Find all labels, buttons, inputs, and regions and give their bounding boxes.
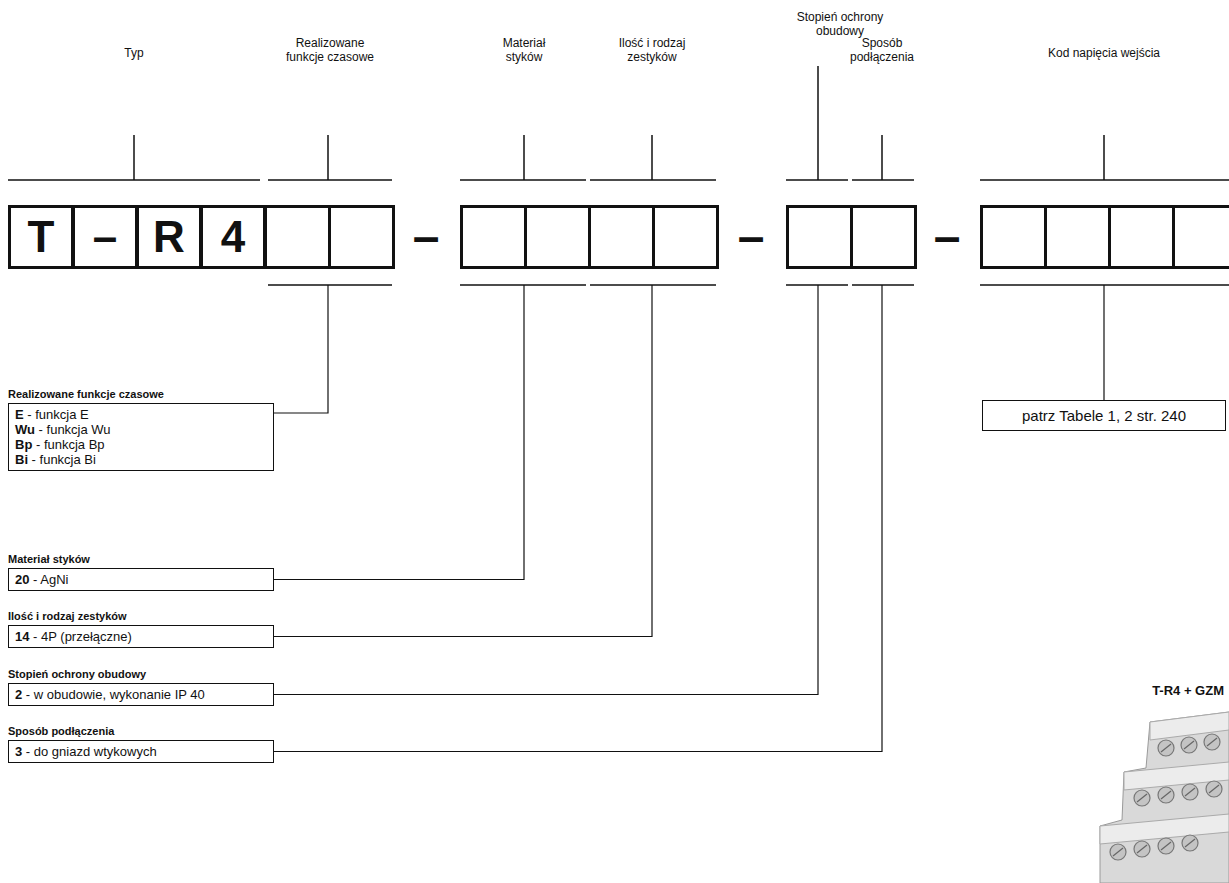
option-entry: E - funkcja E xyxy=(15,407,267,422)
leader-line xyxy=(274,285,328,413)
code-cell xyxy=(526,207,590,268)
group-line xyxy=(590,284,716,286)
code-letter: – xyxy=(93,215,117,259)
option-box: Realizowane funkcje czasowe E - funkcja E… xyxy=(8,388,274,471)
group-line xyxy=(590,179,716,181)
option-entry: Wu - funkcja Wu xyxy=(15,422,267,437)
option-frame: E - funkcja EWu - funkcja WuBp - funkcja… xyxy=(8,403,274,471)
relay-body xyxy=(1100,712,1229,883)
field-label: Typ xyxy=(74,46,194,60)
leader-line xyxy=(274,285,882,752)
option-frame: 20 - AgNi xyxy=(8,568,274,591)
group-line xyxy=(268,284,392,286)
option-heading: Realizowane funkcje czasowe xyxy=(8,388,274,400)
code-cell xyxy=(590,207,654,268)
option-heading: Materiał styków xyxy=(8,553,274,565)
option-entry: 20 - AgNi xyxy=(15,572,267,587)
group-line xyxy=(460,179,586,181)
tick-line xyxy=(523,135,525,180)
empty-cells xyxy=(266,207,1229,268)
tick-line xyxy=(881,135,883,180)
tick-line xyxy=(651,135,653,180)
group-lines xyxy=(8,66,1229,285)
group-line xyxy=(460,284,586,286)
tick-line xyxy=(133,135,135,180)
group-line xyxy=(852,284,914,286)
option-frame: 2 - w obudowie, wykonanie IP 40 xyxy=(8,683,274,706)
relay-photo xyxy=(1100,712,1229,883)
leader-line xyxy=(1103,285,1104,400)
leader-line xyxy=(274,285,652,637)
option-entry: Bp - funkcja Bp xyxy=(15,437,267,452)
field-label: Stopień ochrony obudowy xyxy=(785,10,895,38)
code-letter: 4 xyxy=(221,215,245,259)
option-heading: Stopień ochrony obudowy xyxy=(8,668,274,680)
code-cell: 4 xyxy=(200,205,266,269)
code-cell: – xyxy=(72,205,138,269)
code-cell xyxy=(1110,207,1174,268)
code-letter: R xyxy=(153,215,185,259)
option-box: Stopień ochrony obudowy 2 - w obudowie, w… xyxy=(8,668,274,706)
code-cell xyxy=(788,207,852,268)
code-cell xyxy=(982,207,1046,268)
screw-slots xyxy=(1113,738,1219,856)
option-entry: Bi - funkcja Bi xyxy=(15,452,267,467)
option-frame: 3 - do gniazd wtykowych xyxy=(8,740,274,763)
option-box: Materiał styków 20 - AgNi xyxy=(8,553,274,591)
option-heading: Sposób podłączenia xyxy=(8,725,274,737)
reference-box: patrz Tabele 1, 2 str. 240 xyxy=(982,400,1226,431)
code-cell xyxy=(330,207,394,268)
photo-caption: T-R4 + GZM xyxy=(1152,684,1224,698)
field-label: Kod napięcia wejścia xyxy=(1014,46,1194,60)
field-label: Realizowane funkcje czasowe xyxy=(275,36,385,64)
separator-dash: – xyxy=(738,213,765,261)
group-line xyxy=(786,179,848,181)
terminal-screws xyxy=(1110,734,1222,860)
reference-frame: patrz Tabele 1, 2 str. 240 xyxy=(982,400,1226,431)
leader-line xyxy=(274,285,818,695)
tick-line xyxy=(817,66,819,180)
group-line xyxy=(268,179,392,181)
leader-line xyxy=(274,285,524,580)
option-entry: 14 - 4P (przełączne) xyxy=(15,629,267,644)
reference-text: patrz Tabele 1, 2 str. 240 xyxy=(991,407,1217,424)
code-cell xyxy=(654,207,718,268)
field-label: Materiał styków xyxy=(489,36,559,64)
tick-line xyxy=(1103,135,1105,180)
field-label: Ilość i rodzaj zestyków xyxy=(607,36,697,64)
tick-line xyxy=(327,135,329,180)
code-cell: R xyxy=(136,205,202,269)
option-box: Ilość i rodzaj zestyków 14 - 4P (przełącz… xyxy=(8,610,274,648)
code-cell: T xyxy=(8,205,74,269)
option-heading: Ilość i rodzaj zestyków xyxy=(8,610,274,622)
group-line xyxy=(852,179,914,181)
group-line xyxy=(786,284,848,286)
code-cell xyxy=(462,207,526,268)
separator-dash: – xyxy=(934,213,961,261)
field-label: Sposób podłączenia xyxy=(842,36,922,64)
code-cell xyxy=(266,207,330,268)
option-entry: 3 - do gniazd wtykowych xyxy=(15,744,267,759)
code-cell xyxy=(1174,207,1229,268)
separator-dash: – xyxy=(413,213,440,261)
code-cell xyxy=(852,207,916,268)
option-box: Sposób podłączenia 3 - do gniazd wtykowyc… xyxy=(8,725,274,763)
code-cell xyxy=(1046,207,1110,268)
option-entry: 2 - w obudowie, wykonanie IP 40 xyxy=(15,687,267,702)
option-frame: 14 - 4P (przełączne) xyxy=(8,625,274,648)
code-letter: T xyxy=(28,215,55,259)
